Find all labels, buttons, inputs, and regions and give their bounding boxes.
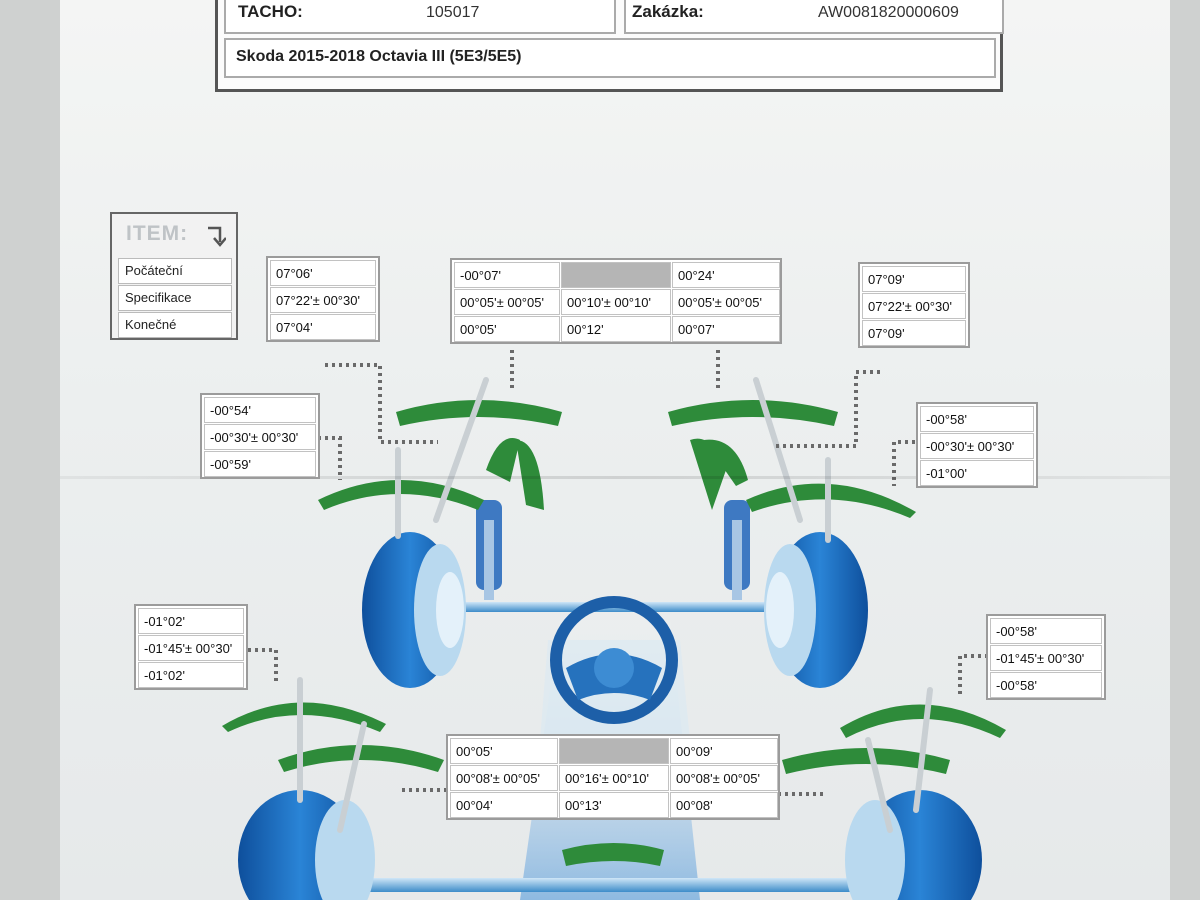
value-cell: -00°58' [920, 406, 1034, 432]
arrow-down-icon [208, 226, 226, 247]
legend-title: ITEM: [126, 222, 189, 245]
value-cell: -01°02' [138, 662, 244, 688]
value-cell: 00°07' [672, 316, 780, 342]
value-cell: 00°09' [670, 738, 778, 764]
rear-left-wheel [238, 790, 375, 900]
front-right-wheel [724, 500, 868, 688]
value-cell: 07°04' [270, 314, 376, 340]
value-cell: 00°05'± 00°05' [454, 289, 560, 315]
vehicle-name: Skoda 2015-2018 Octavia III (5E3/5E5) [236, 48, 522, 65]
value-cell: 00°24' [672, 262, 780, 288]
value-cell: -00°30'± 00°30' [204, 424, 316, 450]
rear-left-camber-box: -01°02' -01°45'± 00°30' -01°02' [134, 604, 248, 690]
tacho-value: 105017 [426, 4, 480, 21]
value-cell: 00°12' [561, 316, 671, 342]
rear-toe-box: 00°05' 00°09' 00°08'± 00°05' 00°16'± 00°… [446, 734, 780, 820]
rear-right-camber-box: -00°58' -01°45'± 00°30' -00°58' [986, 614, 1106, 700]
value-cell: 00°08'± 00°05' [450, 765, 558, 791]
value-cell: 07°22'± 00°30' [270, 287, 376, 313]
item-legend: ITEM: Počáteční Specifikace Konečné [110, 212, 238, 340]
value-cell: -00°58' [990, 618, 1102, 644]
value-cell: -01°45'± 00°30' [990, 645, 1102, 671]
value-cell: -00°30'± 00°30' [920, 433, 1034, 459]
value-cell: -00°54' [204, 397, 316, 423]
front-left-camber-box: -00°54' -00°30'± 00°30' -00°59' [200, 393, 320, 479]
order-value: AW0081820000609 [818, 4, 959, 21]
tacho-label: TACHO: [238, 2, 303, 21]
legend-spec: Specifikace [118, 285, 232, 311]
front-left-wheel [362, 500, 502, 688]
value-cell: 00°05' [454, 316, 560, 342]
order-cell: Zakázka: AW0081820000609 [624, 0, 1004, 34]
vehicle-row: Skoda 2015-2018 Octavia III (5E3/5E5) [224, 38, 996, 78]
value-cell: 00°08' [670, 792, 778, 818]
legend-initial: Počáteční [118, 258, 232, 284]
value-cell: -01°45'± 00°30' [138, 635, 244, 661]
value-cell: 00°16'± 00°10' [559, 765, 669, 791]
value-cell: -01°00' [920, 460, 1034, 486]
value-cell: 00°10'± 00°10' [561, 289, 671, 315]
value-cell: 00°13' [559, 792, 669, 818]
value-cell [561, 262, 671, 288]
report-header: TACHO: 105017 Zakázka: AW0081820000609 S… [215, 0, 1004, 92]
value-cell: -00°07' [454, 262, 560, 288]
value-cell: -00°59' [204, 451, 316, 477]
value-cell [559, 738, 669, 764]
value-cell: 00°05' [450, 738, 558, 764]
front-left-caster-box: 07°06' 07°22'± 00°30' 07°04' [266, 256, 380, 342]
paper-fold-line [60, 476, 1170, 479]
value-cell: 07°09' [862, 266, 966, 292]
header-row: TACHO: 105017 Zakázka: AW0081820000609 [224, 0, 1004, 36]
tacho-cell: TACHO: 105017 [224, 0, 616, 34]
value-cell: 00°05'± 00°05' [672, 289, 780, 315]
value-cell: -00°58' [990, 672, 1102, 698]
value-cell: 00°08'± 00°05' [670, 765, 778, 791]
front-toe-box: -00°07' 00°24' 00°05'± 00°05' 00°10'± 00… [450, 258, 782, 344]
front-right-caster-box: 07°09' 07°22'± 00°30' 07°09' [858, 262, 970, 348]
value-cell: 07°06' [270, 260, 376, 286]
value-cell: 07°22'± 00°30' [862, 293, 966, 319]
value-cell: 07°09' [862, 320, 966, 346]
steering-wheel-icon [550, 596, 678, 724]
order-label: Zakázka: [632, 2, 704, 21]
legend-final: Konečné [118, 312, 232, 338]
value-cell: 00°04' [450, 792, 558, 818]
front-right-camber-box: -00°58' -00°30'± 00°30' -01°00' [916, 402, 1038, 488]
value-cell: -01°02' [138, 608, 244, 634]
